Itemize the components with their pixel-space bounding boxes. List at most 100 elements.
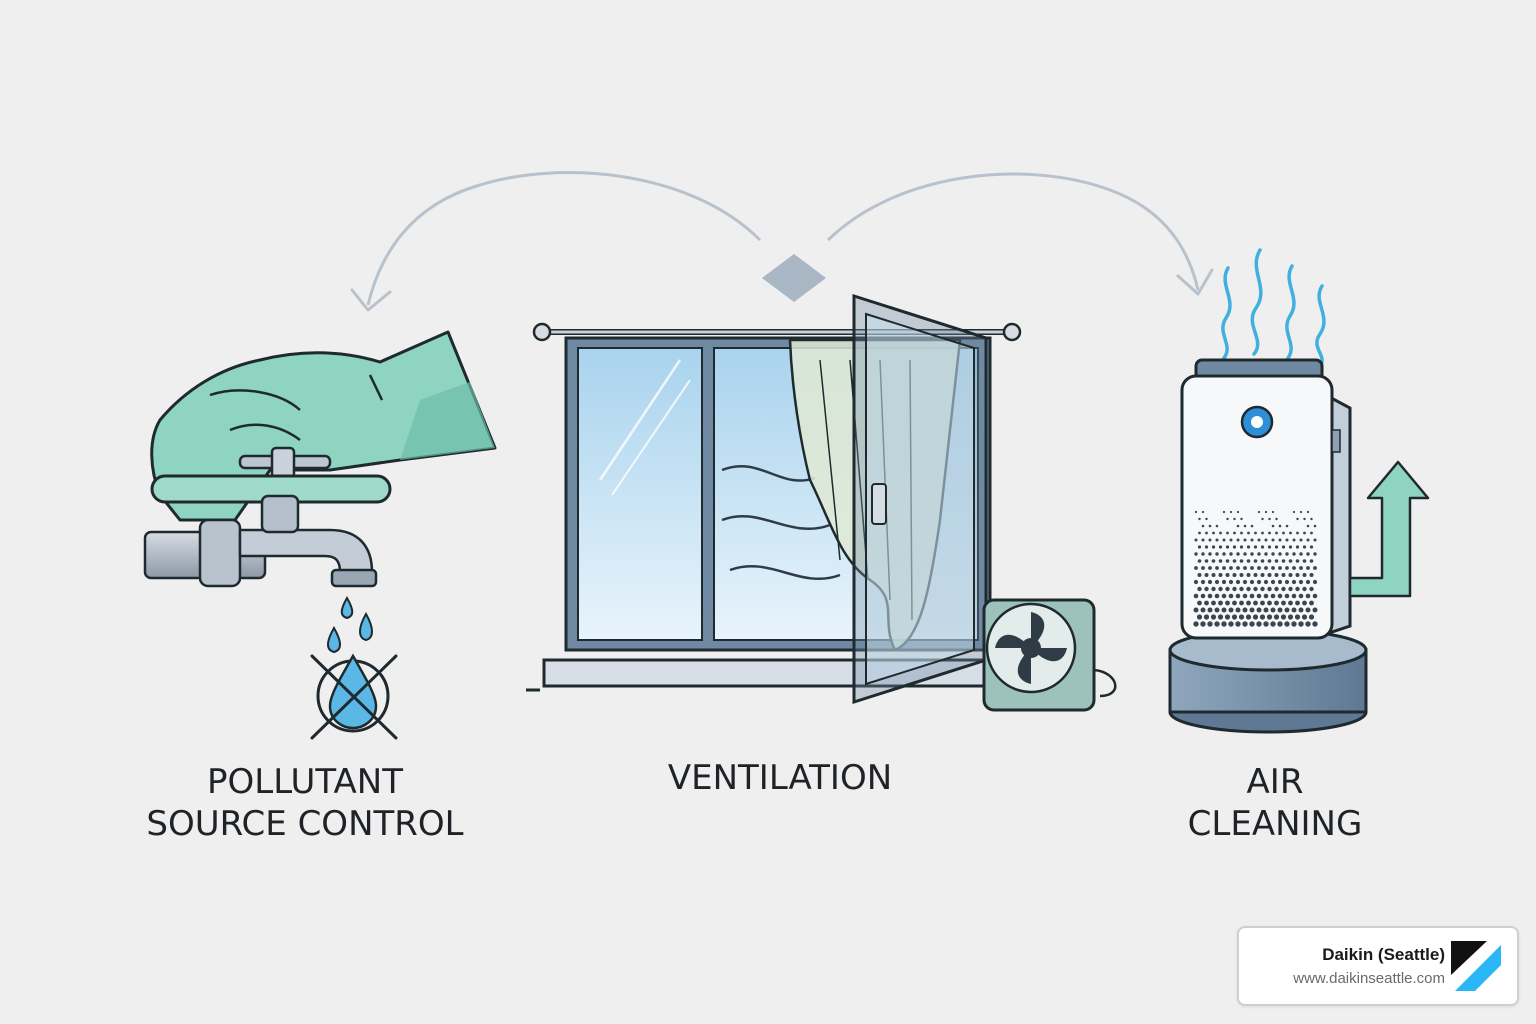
grille-dot — [1214, 607, 1220, 613]
grille-dot — [1222, 566, 1226, 570]
grille-dot — [1249, 593, 1255, 599]
grille-dot — [1238, 614, 1245, 620]
grille-dot — [1243, 524, 1247, 528]
grille-dot — [1274, 559, 1279, 563]
ventilation-illustration — [526, 293, 1117, 712]
grille-dot — [1229, 538, 1233, 542]
grille-dot — [1292, 552, 1296, 556]
grille-dot — [1194, 566, 1198, 570]
grille-dot — [1218, 545, 1223, 549]
grille-dot — [1273, 614, 1280, 620]
grille-dot — [1257, 538, 1261, 542]
grille-dot — [1242, 621, 1248, 627]
brand-url-link[interactable]: www.daikinseattle.com — [1293, 970, 1445, 987]
grille-dot — [1295, 545, 1300, 549]
grille-dot — [1211, 600, 1216, 606]
grille-dot — [1295, 559, 1300, 563]
brand-card[interactable]: Daikin (Seattle) www.daikinseattle.com — [1237, 926, 1519, 1006]
grille-dot — [1256, 593, 1262, 599]
brand-name: Daikin (Seattle) — [1322, 945, 1445, 964]
grille-dot — [1224, 614, 1231, 620]
grille-dot — [1193, 579, 1199, 585]
grille-dot — [1221, 621, 1227, 627]
grille-dot — [1295, 586, 1300, 592]
grille-dot — [1219, 531, 1222, 535]
grille-dot — [1267, 559, 1272, 563]
grille-dot — [1196, 614, 1203, 620]
grille-dot — [1214, 593, 1220, 599]
grille-dot — [1236, 510, 1240, 514]
grille-dot — [1305, 579, 1311, 585]
grille-dot — [1239, 600, 1244, 606]
grille-dot — [1215, 552, 1219, 556]
grille-dot — [1313, 566, 1317, 570]
grille-dot — [1229, 566, 1233, 570]
grille-dot — [1267, 586, 1272, 592]
grille-dot — [1285, 566, 1289, 570]
grille-dot — [1253, 559, 1258, 563]
daikin-logo-icon — [1451, 941, 1501, 991]
grille-dot — [1256, 607, 1262, 613]
grille-dot — [1312, 579, 1318, 585]
prohibited-droplet-icon — [310, 653, 398, 740]
grille-dot — [1302, 545, 1307, 549]
grille-dot — [1253, 545, 1258, 549]
grille-dot — [1236, 566, 1240, 570]
grille-dot — [1281, 545, 1286, 549]
grille-dot — [1222, 510, 1226, 514]
grille-dot — [1205, 517, 1208, 521]
grille-dot — [1281, 586, 1286, 592]
grille-dot — [1267, 573, 1272, 577]
grille-dot — [1264, 510, 1268, 514]
grille-dot — [1266, 614, 1273, 620]
grille-dot — [1225, 559, 1230, 563]
grille-dot — [1211, 545, 1216, 549]
grille-dot — [1310, 517, 1313, 521]
grille-dot — [1303, 517, 1306, 521]
grille-dot — [1278, 566, 1282, 570]
grille-dot — [1271, 538, 1275, 542]
grille-dot — [1298, 607, 1304, 613]
grille-dot — [1208, 524, 1212, 528]
grille-dot — [1302, 559, 1307, 563]
grille-dot — [1235, 579, 1241, 585]
grille-dot — [1250, 524, 1254, 528]
grille-dot — [1289, 531, 1292, 535]
diamond-icon — [762, 254, 826, 302]
grille-dot — [1207, 593, 1213, 599]
grille-dot — [1210, 614, 1217, 620]
grille-dot — [1193, 621, 1199, 627]
grille-dot — [1260, 545, 1265, 549]
grille-dot — [1267, 545, 1272, 549]
water-drop-icon — [359, 611, 373, 642]
grille-dot — [1204, 545, 1209, 549]
grille-dot — [1312, 607, 1318, 613]
grille-dot — [1197, 573, 1202, 577]
grille-dot — [1288, 600, 1293, 606]
grille-dot — [1205, 531, 1208, 535]
grille-dot — [1270, 579, 1276, 585]
label-ventilation: VENTILATION — [600, 757, 960, 799]
grille-dot — [1291, 593, 1297, 599]
up-arrow-icon — [1348, 460, 1430, 598]
grille-dot — [1306, 552, 1310, 556]
grille-dot — [1291, 621, 1297, 627]
grille-dot — [1287, 614, 1294, 620]
grille-dot — [1231, 614, 1238, 620]
grille-dot — [1299, 552, 1303, 556]
grille-dot — [1278, 552, 1282, 556]
grille-dot — [1270, 593, 1276, 599]
grille-dot — [1249, 607, 1255, 613]
grille-dot — [1264, 566, 1268, 570]
grille-dot — [1197, 586, 1202, 592]
grille-dot — [1214, 579, 1220, 585]
grille-dot — [1228, 621, 1234, 627]
grille-dot — [1285, 524, 1289, 528]
grille-dot — [1211, 586, 1216, 592]
air-cleaning-illustration — [1168, 248, 1430, 734]
grille-dot — [1261, 517, 1264, 521]
grille-dot — [1271, 552, 1275, 556]
grille-dot — [1259, 614, 1266, 620]
grille-dot — [1197, 545, 1202, 549]
grille-dot — [1243, 552, 1247, 556]
